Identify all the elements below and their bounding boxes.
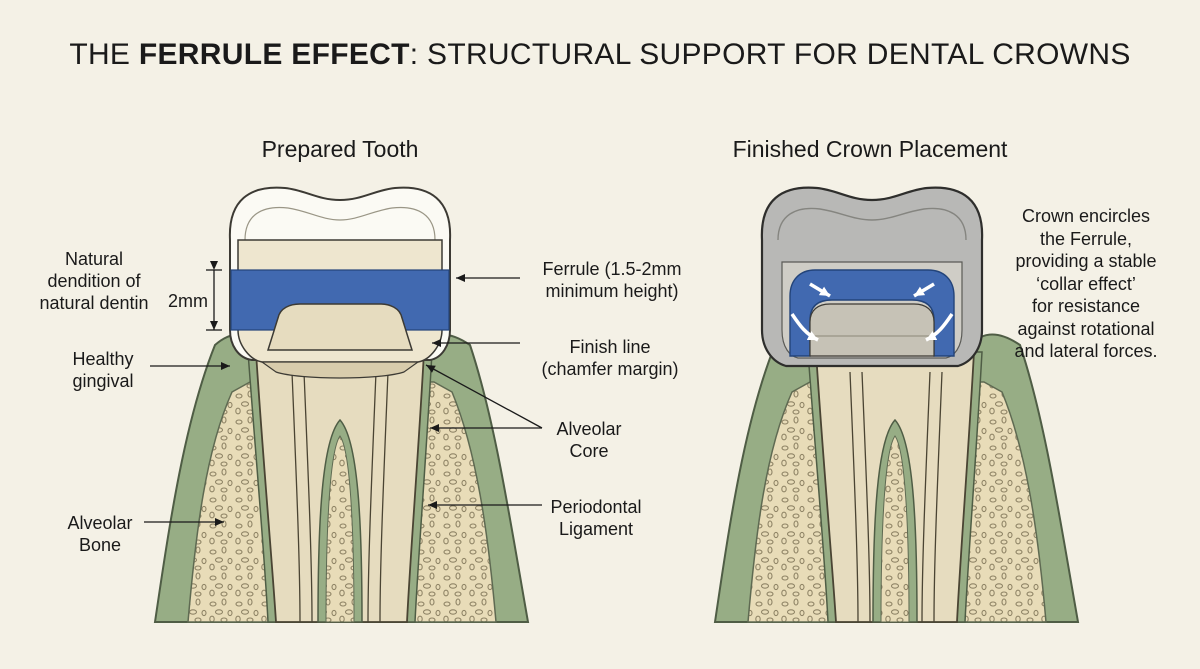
ferrule-label: Ferrule (1.5-2mm minimum height)	[542, 259, 682, 301]
periodontal-ligament-label: Periodontal Ligament	[550, 497, 642, 539]
alveolar-core-label: Alveolar Core	[556, 419, 622, 461]
prepared-tooth-subtitle: Prepared Tooth	[261, 136, 419, 162]
natural-dentin-label: Natural dendition of natural dentin	[39, 249, 149, 313]
alveolar-bone-label: Alveolar Bone	[67, 513, 133, 555]
two-mm-label: 2mm	[168, 291, 208, 311]
root-canal-left	[291, 371, 301, 623]
crown-note: Crown encircles the Ferrule, providing a…	[1014, 206, 1158, 361]
crown-placement-illustration	[713, 186, 1080, 623]
root-canal-right	[849, 371, 859, 623]
core-stump-right	[809, 303, 935, 357]
core-stump-left	[266, 303, 414, 351]
pulp-chamber-left	[260, 361, 420, 379]
finished-crown-subtitle: Finished Crown Placement	[732, 136, 1008, 162]
alveolar-core-leader-a	[425, 364, 543, 429]
finish-line-label: Finish line (chamfer margin)	[541, 337, 679, 379]
prepared-tooth-illustration	[144, 186, 543, 623]
healthy-gingival-label: Healthy gingival	[72, 349, 134, 391]
page-title: THE FERRULE EFFECT: STRUCTURAL SUPPORT F…	[69, 38, 1131, 71]
